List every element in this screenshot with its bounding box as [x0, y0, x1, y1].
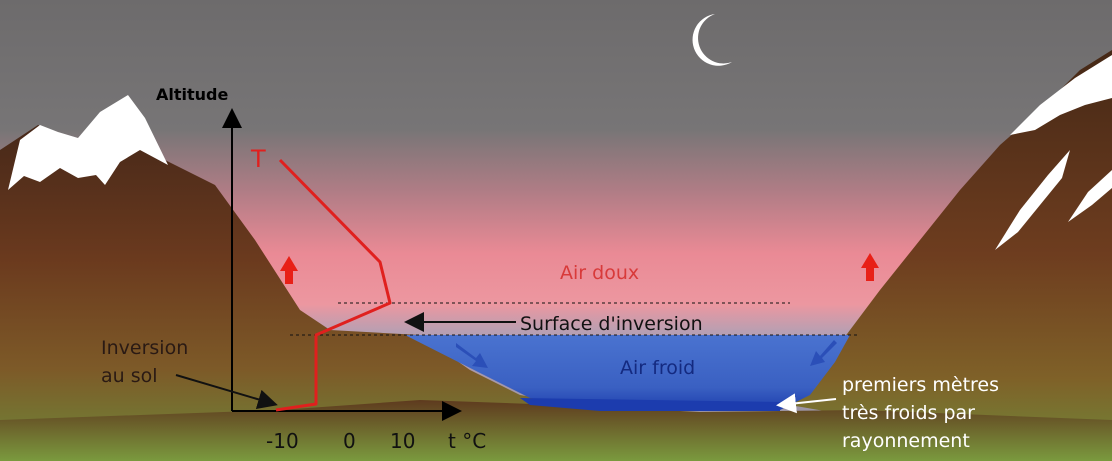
moon-icon: [692, 14, 732, 66]
right-mountain: [790, 50, 1112, 461]
premiers-metres-line3: rayonnement: [842, 430, 970, 452]
right-snow-streak-2: [1068, 170, 1112, 222]
inversion-sol-label-line2: au sol: [101, 365, 158, 387]
premiers-metres-line2: très froids par: [842, 402, 975, 424]
air-froid-label: Air froid: [620, 357, 695, 379]
valley-ground: [0, 400, 1112, 461]
premiers-metres-line1: premiers mètres: [842, 374, 999, 396]
x-tick-10: 10: [390, 429, 415, 453]
air-doux-label: Air doux: [560, 262, 639, 284]
cold-air-pool: [405, 335, 850, 410]
surface-inversion-label: Surface d'inversion: [520, 313, 703, 335]
cold-floor-band: [520, 398, 780, 411]
inversion-sol-pointer: [175, 374, 278, 410]
x-tick-minus10: -10: [266, 429, 299, 453]
cold-arrow-left-icon: [456, 343, 488, 368]
temperature-profile-line: [275, 158, 392, 412]
right-snow-streak-1: [995, 150, 1070, 250]
warm-arrow-left-icon: [280, 256, 298, 284]
inversion-sol-label-line1: Inversion: [101, 337, 188, 359]
x-tick-0: 0: [343, 429, 356, 453]
left-snow-cap: [8, 95, 168, 190]
altitude-axis-label: Altitude: [156, 85, 228, 104]
left-mountain: [0, 95, 600, 461]
temperature-axis-label: t °C: [448, 429, 486, 453]
warm-arrow-right-icon: [861, 253, 879, 281]
cold-arrow-right-icon: [810, 340, 837, 366]
premiers-metres-pointer: [776, 393, 837, 414]
profile-label: T: [250, 145, 266, 173]
right-snow-cap: [1010, 55, 1112, 135]
